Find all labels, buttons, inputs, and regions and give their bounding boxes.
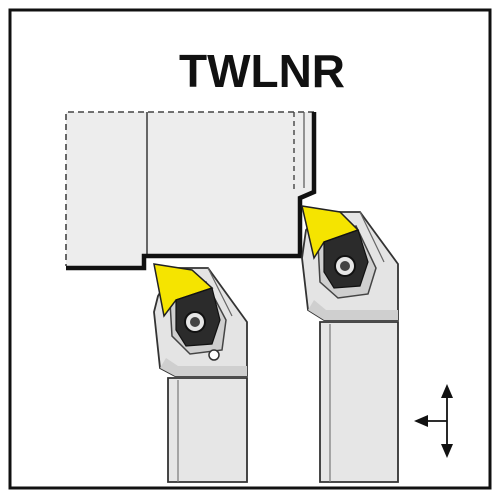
title-label: TWLNR [179, 45, 345, 97]
holder-right-bevel [359, 211, 385, 263]
insert-right-screw-inner [340, 261, 350, 271]
feed-direction-arrows-icon [414, 384, 453, 458]
tool-holder-left [153, 263, 248, 483]
workpiece [65, 111, 317, 271]
insert-left-screw-inner [190, 317, 200, 327]
workpiece-body [66, 112, 314, 266]
holder-right-head-shade [308, 300, 398, 320]
holder-left-bevel [207, 267, 233, 317]
holder-right-shank [319, 321, 399, 483]
holder-left-shank [167, 377, 248, 483]
tool-holder-right [301, 205, 399, 483]
holder-left-head-shade [160, 358, 247, 376]
workpiece-dashed-edge [65, 111, 314, 266]
holder-left-small-screw [208, 349, 220, 361]
workpiece-machined-profile [66, 112, 317, 271]
